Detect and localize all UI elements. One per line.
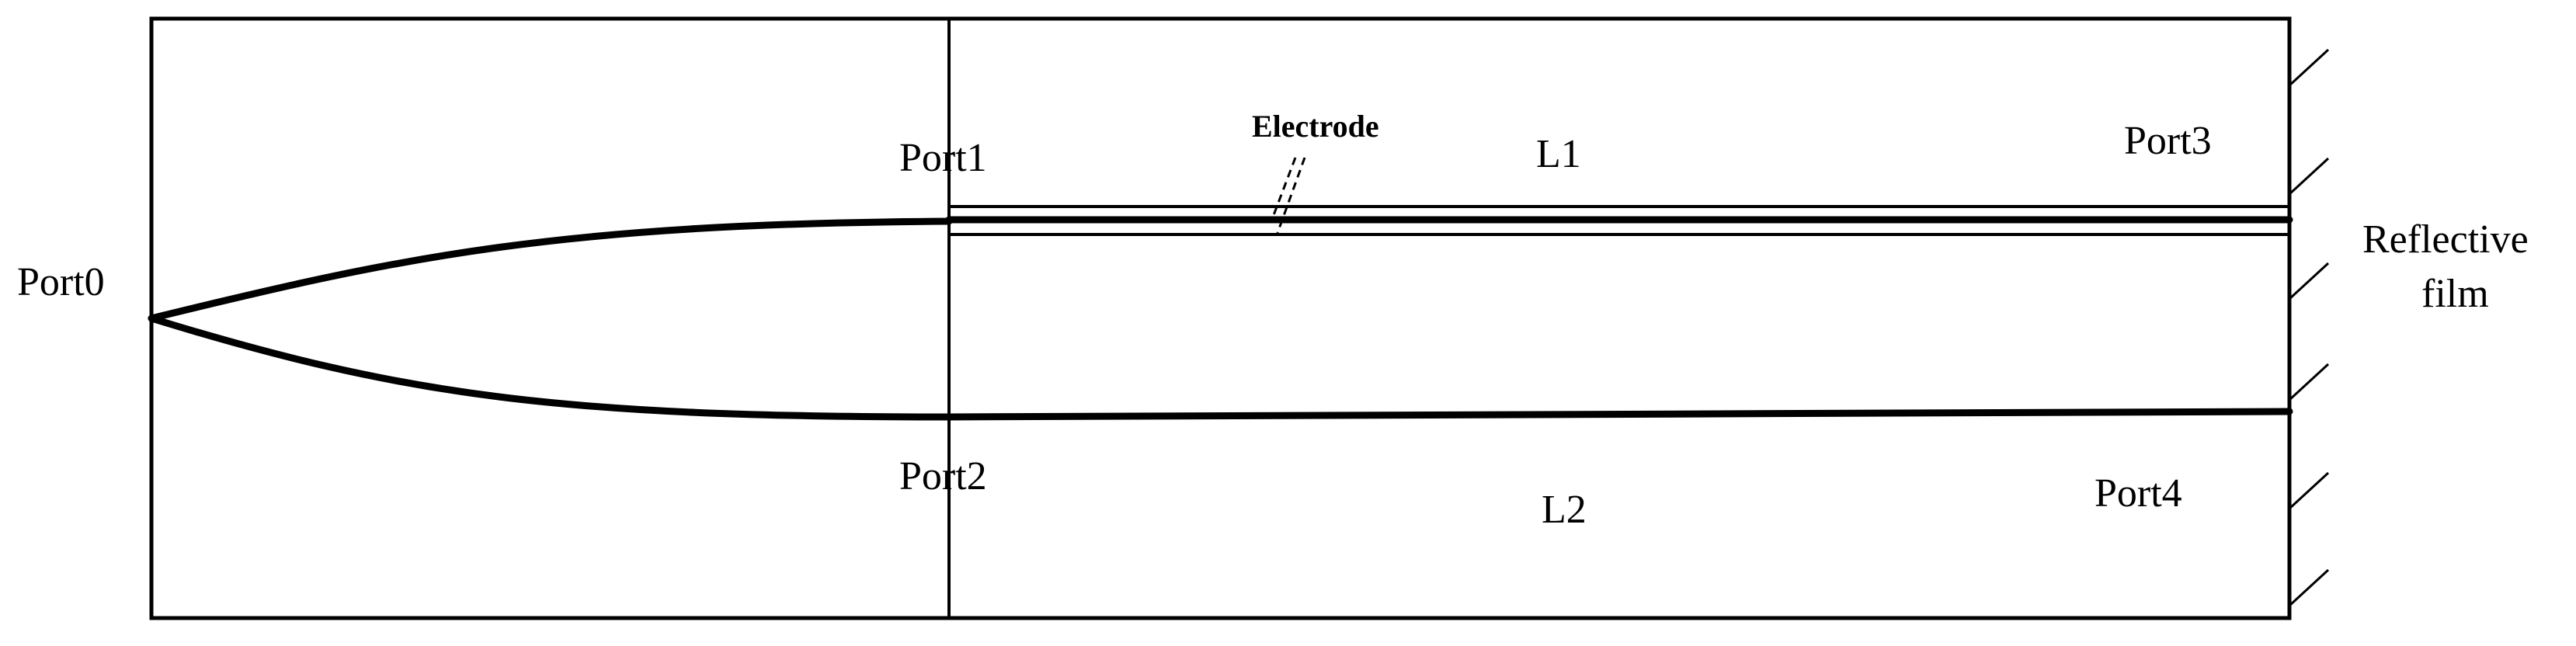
label-reflective: Reflective (2362, 217, 2529, 262)
label-port0: Port0 (17, 260, 105, 304)
label-port4: Port4 (2095, 471, 2182, 516)
label-port3: Port3 (2124, 119, 2212, 163)
device-frame (149, 16, 2292, 620)
y-branch-lower-arm (148, 314, 953, 421)
electrode-pointer-2 (1270, 157, 1297, 222)
waveguide-l2 (945, 408, 2293, 421)
y-branch-upper-arm (148, 217, 953, 322)
label-electrode: Electrode (1252, 109, 1379, 144)
reflective-film-hatch (2288, 48, 2330, 607)
label-film: film (2421, 272, 2489, 316)
label-l1: L1 (1536, 132, 1581, 176)
label-port2: Port2 (899, 454, 987, 498)
electrode-pointer-1 (1276, 157, 1306, 234)
label-port1: Port1 (899, 136, 987, 180)
label-l2: L2 (1542, 488, 1587, 532)
